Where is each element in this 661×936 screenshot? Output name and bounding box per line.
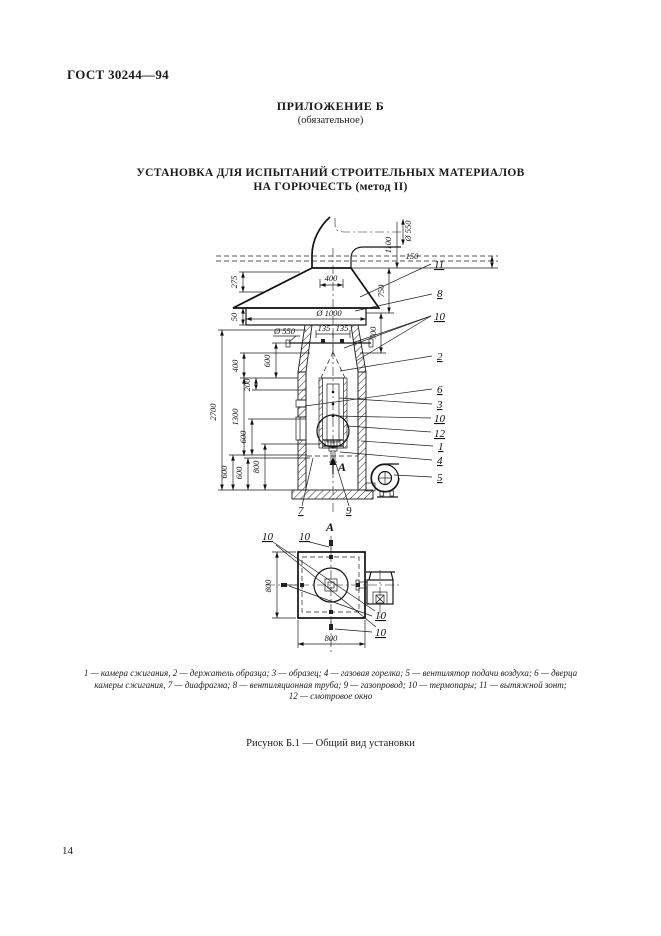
fan-motor-plan	[355, 570, 395, 620]
callout-5-fan: 5	[437, 472, 443, 484]
dim-135-left: 135	[318, 323, 331, 333]
legend-line1: 1 — камера сжигания, 2 — держатель образ…	[83, 668, 578, 678]
gas-burner	[323, 439, 343, 463]
dim-1300: 1300	[230, 408, 240, 426]
callout-12-window: 12	[434, 428, 446, 440]
dim-2700: 2700	[208, 403, 218, 421]
dim-700: 700	[368, 326, 378, 340]
callout-10-plan-2: 10	[299, 531, 311, 543]
callout-6-door: 6	[437, 384, 443, 396]
exhaust-hood	[232, 267, 498, 309]
vent-opening-plan	[313, 567, 349, 603]
thermocouple-tip	[321, 339, 325, 343]
callout-10-plan-3: 10	[375, 610, 387, 622]
view-label-elevation: A	[337, 460, 346, 474]
page-title-line2: НА ГОРЮЧЕСТЬ (метод II)	[253, 181, 408, 193]
figure-caption: Рисунок Б.1 — Общий вид установки	[246, 738, 415, 749]
dimension-lines-left: 275 50 2700 400 600 200 1300	[208, 271, 320, 491]
dim-600-bottom1: 600	[219, 465, 229, 479]
plan-view: A	[262, 520, 402, 652]
callout-11-hood: 11	[434, 259, 444, 271]
thermocouple-tip	[340, 339, 344, 343]
dimension-lines-right: Ø 550 1100 150 750 700	[360, 219, 494, 354]
dim-600-probe: 600	[262, 354, 272, 368]
callout-numbers: 11 8 10 2 6 3 10 12 1 4 5 7 9	[298, 259, 446, 517]
page-number: 14	[62, 845, 73, 857]
chamber-neck	[297, 324, 367, 373]
callout-7-diaphragm: 7	[298, 505, 304, 517]
holder-wall	[343, 378, 347, 448]
dim-800-burner: 800	[251, 460, 261, 474]
callout-9-gas-line: 9	[346, 505, 352, 517]
specimen-holder	[318, 343, 348, 449]
dimension-lines-top: 400 Ø 1000 135 135 Ø 550	[246, 273, 366, 343]
dim-200: 200	[242, 378, 252, 392]
plan-callout-leaders	[272, 540, 377, 633]
specimen-core-plan	[327, 581, 335, 589]
dim-800-plan-width: 800	[263, 579, 273, 593]
callout-10-plan-1: 10	[262, 531, 274, 543]
specimen	[326, 383, 340, 443]
dim-750: 750	[376, 284, 386, 298]
chamber-plan-inner	[301, 556, 360, 613]
viewing-window	[316, 414, 350, 448]
dim-600-bottom2: 600	[234, 466, 244, 480]
callout-1-chamber: 1	[438, 441, 444, 453]
appendix-note: (обязательное)	[297, 115, 364, 126]
dim-400-hood: 400	[325, 273, 339, 283]
exhaust-duct	[311, 216, 404, 268]
dim-550-probe: Ø 550	[273, 326, 296, 336]
page-title: УСТАНОВКА ДЛЯ ИСПЫТАНИЙ СТРОИТЕЛЬНЫХ МАТ…	[0, 166, 661, 194]
chamber-floor	[291, 489, 374, 500]
callout-leaders	[301, 263, 434, 507]
dim-150: 150	[406, 251, 420, 261]
page-title-line1: УСТАНОВКА ДЛЯ ИСПЫТАНИЙ СТРОИТЕЛЬНЫХ МАТ…	[136, 167, 525, 179]
elevation-view: A Ø 550 1100 150	[208, 216, 498, 517]
legend-line2: камеры сжигания, 7 — диафрагма; 8 — вент…	[94, 679, 567, 690]
callout-8-vent-pipe: 8	[437, 288, 443, 300]
dim-800-plan-height: 800	[325, 633, 339, 643]
callout-4-burner: 4	[437, 455, 443, 467]
dim-1100: 1100	[383, 236, 393, 253]
callout-10-thermocouples-mid: 10	[434, 413, 446, 425]
view-label-plan: A	[325, 520, 334, 534]
legend-line3: 12 — смотровое окно	[288, 691, 373, 701]
dim-1000: Ø 1000	[315, 308, 342, 318]
appendix-heading: ПРИЛОЖЕНИЕ Б (обязательное)	[0, 99, 661, 126]
dim-275: 275	[229, 276, 239, 289]
callout-10-thermocouples-top: 10	[434, 311, 446, 323]
chamber-walls	[295, 371, 367, 491]
air-fan	[365, 463, 400, 498]
dim-550-top: Ø 550	[403, 220, 413, 243]
callout-10-plan-4: 10	[375, 627, 387, 639]
callout-2-holder: 2	[437, 351, 443, 363]
plan-callout-numbers: 10 10 10 10	[262, 531, 387, 639]
figure-legend: 1 — камера сжигания, 2 — держатель образ…	[40, 668, 621, 703]
thermocouples-plan	[281, 540, 360, 630]
plan-dimensions: 800 800	[263, 551, 366, 648]
dim-400-left: 400	[230, 359, 240, 373]
dim-50: 50	[229, 312, 239, 321]
view-arrow-elevation: A	[329, 457, 346, 474]
dim-135-right: 135	[336, 323, 349, 333]
doc-number: ГОСТ 30244—94	[67, 67, 169, 82]
callout-3-specimen: 3	[436, 399, 443, 411]
dim-600-mid: 600	[238, 430, 248, 444]
holder-wall	[319, 378, 323, 448]
appendix-title: ПРИЛОЖЕНИЕ Б	[276, 99, 385, 113]
ceiling-lines	[216, 255, 498, 262]
chamber-door	[295, 416, 307, 441]
